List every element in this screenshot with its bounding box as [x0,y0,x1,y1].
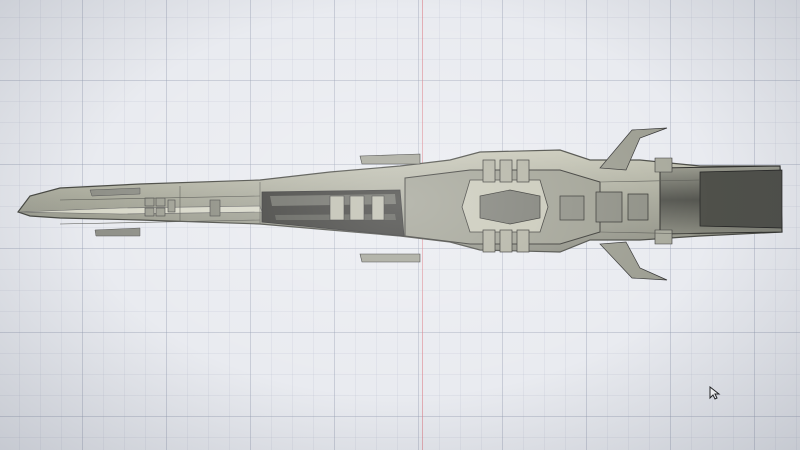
bow-vent-1 [144,197,155,207]
upper-antenna-mount [359,153,421,165]
upper-fin [599,127,668,171]
upper-tower-cluster [482,159,530,183]
bow-vent-2 [155,197,166,207]
bow-lower-panel [94,227,141,237]
panel-lines [59,179,701,235]
engine-rim [654,157,673,173]
rear-turret-blocks [559,191,649,223]
bow-spine [19,205,263,215]
bow-upper-panel [89,187,141,197]
bow-slot [209,199,221,217]
lower-antenna-mount [359,253,421,263]
mouse-pointer-icon [709,386,721,400]
bow-vent-5 [167,199,176,213]
bridge-chevron [479,189,541,225]
engine-nozzle [699,169,783,229]
bow-vent-3 [144,207,155,217]
engine-rim-lower [654,229,673,245]
lower-tower-cluster [482,229,530,253]
bow-vent-4 [155,207,166,217]
lower-fin [599,241,668,281]
